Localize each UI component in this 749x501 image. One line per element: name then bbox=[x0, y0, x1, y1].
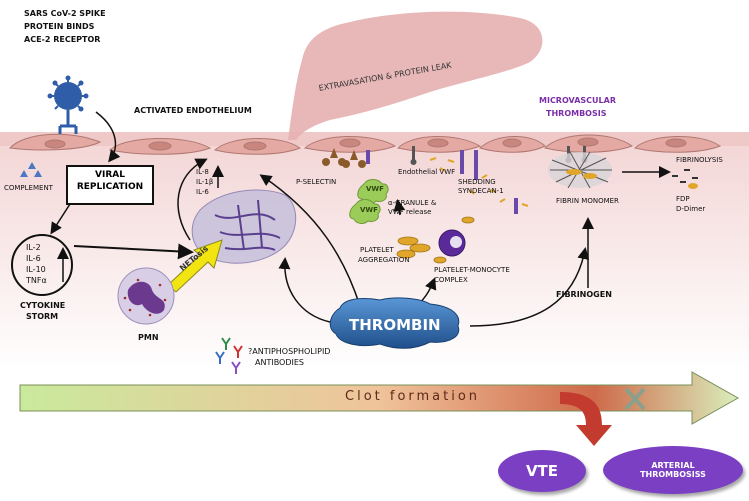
protein-binds-label: PROTEIN BINDS bbox=[24, 22, 95, 31]
complement-label: COMPLEMENT bbox=[4, 184, 53, 192]
p-selectin-label: P-SELECTIN bbox=[296, 178, 337, 186]
granule-arrow bbox=[393, 199, 406, 216]
viral-replication-box: VIRAL REPLICATION bbox=[66, 165, 154, 205]
viral-replication-label: VIRAL REPLICATION bbox=[76, 170, 144, 192]
shedding-label: SHEDDING bbox=[458, 178, 496, 186]
arterial-thrombosis-pill: ARTERIAL THROMBOSISS bbox=[603, 446, 743, 494]
endothelial-cells bbox=[8, 133, 722, 155]
ddimer-label: D-Dimer bbox=[676, 205, 706, 213]
fibrin-mesh bbox=[548, 151, 612, 189]
vwf-release-label: VWF release bbox=[388, 208, 432, 216]
fibrinogen-label: FIBRINOGEN bbox=[556, 290, 612, 299]
pmn-label: PMN bbox=[138, 333, 159, 342]
platelet-monocyte-label: PLATELET-MONOCYTE bbox=[434, 266, 510, 274]
vte-pill: VTE bbox=[498, 450, 586, 492]
il1b-label: IL-1β bbox=[196, 178, 214, 186]
pmn-cell bbox=[117, 267, 175, 325]
complement-icon bbox=[20, 162, 42, 177]
thrombin-to-pselectin-arrow bbox=[259, 174, 361, 307]
thrombosis-label: THROMBOSIS bbox=[546, 109, 607, 118]
il8-label: IL-8 bbox=[196, 168, 209, 176]
cytokine-label: CYTOKINE bbox=[20, 301, 66, 310]
il10-label: IL-10 bbox=[26, 265, 46, 274]
arterial-label: ARTERIAL bbox=[651, 461, 695, 470]
vte-label: VTE bbox=[525, 462, 559, 480]
net-to-endothelium-arrow bbox=[177, 158, 208, 241]
endothelial-vwf-label: Endothelial VWF bbox=[398, 168, 456, 176]
p-selectin-receptors bbox=[322, 148, 366, 168]
monocyte bbox=[438, 229, 466, 257]
storm-label: STORM bbox=[26, 312, 59, 321]
vwf-label-1: VWF bbox=[366, 185, 384, 193]
il6-label: IL-6 bbox=[26, 254, 41, 263]
antiphospholipid-label: ?ANTIPHOSPHOLIPID bbox=[248, 347, 331, 356]
clot-formation-arrow bbox=[19, 371, 740, 425]
thrombin-label: THROMBIN bbox=[349, 316, 441, 334]
fdp-platelet bbox=[688, 183, 698, 189]
syndecan-bars bbox=[366, 150, 518, 214]
tnfa-label: TNFα bbox=[26, 276, 47, 285]
il2-label: IL-2 bbox=[26, 243, 41, 252]
antibodies-label: ANTIBODIES bbox=[255, 358, 304, 367]
fibrinolysis-label: FIBRINOLYSIS bbox=[676, 156, 723, 164]
clot-formation-label: Clot formation bbox=[345, 389, 481, 404]
aggregation-label: AGGREGATION bbox=[358, 256, 410, 264]
platelets bbox=[396, 216, 475, 264]
fdp-label: FDP bbox=[676, 195, 690, 203]
fdp-fragments bbox=[672, 169, 698, 183]
activated-endothelium-label: ACTIVATED ENDOTHELIUM bbox=[134, 106, 252, 115]
clot-to-vte-arrow bbox=[560, 392, 612, 446]
sars-spike-label: SARS CoV-2 SPIKE bbox=[24, 9, 106, 18]
extravasation-leak-shape bbox=[288, 11, 543, 141]
sars-cov-2-virus bbox=[47, 75, 89, 134]
cytokine-storm-circle bbox=[11, 234, 73, 296]
fibrin-monomer-label: FIBRIN MONOMER bbox=[556, 197, 619, 205]
netosis-arrow bbox=[167, 239, 223, 293]
virus-to-replication-arrow bbox=[95, 111, 121, 163]
thrombosiss-label: THROMBOSISS bbox=[640, 470, 706, 479]
cytokine-to-net-arrow bbox=[73, 243, 194, 260]
replication-to-cytokine-arrow bbox=[50, 203, 71, 235]
alpha-granule-label: α-GRANULE & bbox=[388, 199, 437, 207]
vwf-clouds bbox=[349, 179, 389, 224]
orange-fragments bbox=[429, 157, 529, 207]
thrombin-to-net-arrow bbox=[278, 257, 331, 323]
platelet-label: PLATELET bbox=[360, 246, 394, 254]
thrombin-shape bbox=[329, 297, 460, 349]
ace2-label: ACE-2 RECEPTOR bbox=[24, 35, 101, 44]
thrombin-to-fibrin-arrow bbox=[469, 247, 590, 327]
microvascular-label: MICROVASCULAR bbox=[539, 96, 616, 105]
vwf-label-2: VWF bbox=[360, 206, 378, 214]
complex-label: COMPLEX bbox=[434, 276, 468, 284]
syndecan-label: SYNDECAN-1 bbox=[458, 187, 504, 195]
antibody-icons bbox=[215, 337, 243, 374]
il6-top-label: IL-6 bbox=[196, 188, 209, 196]
x-mark-icon bbox=[624, 387, 646, 411]
